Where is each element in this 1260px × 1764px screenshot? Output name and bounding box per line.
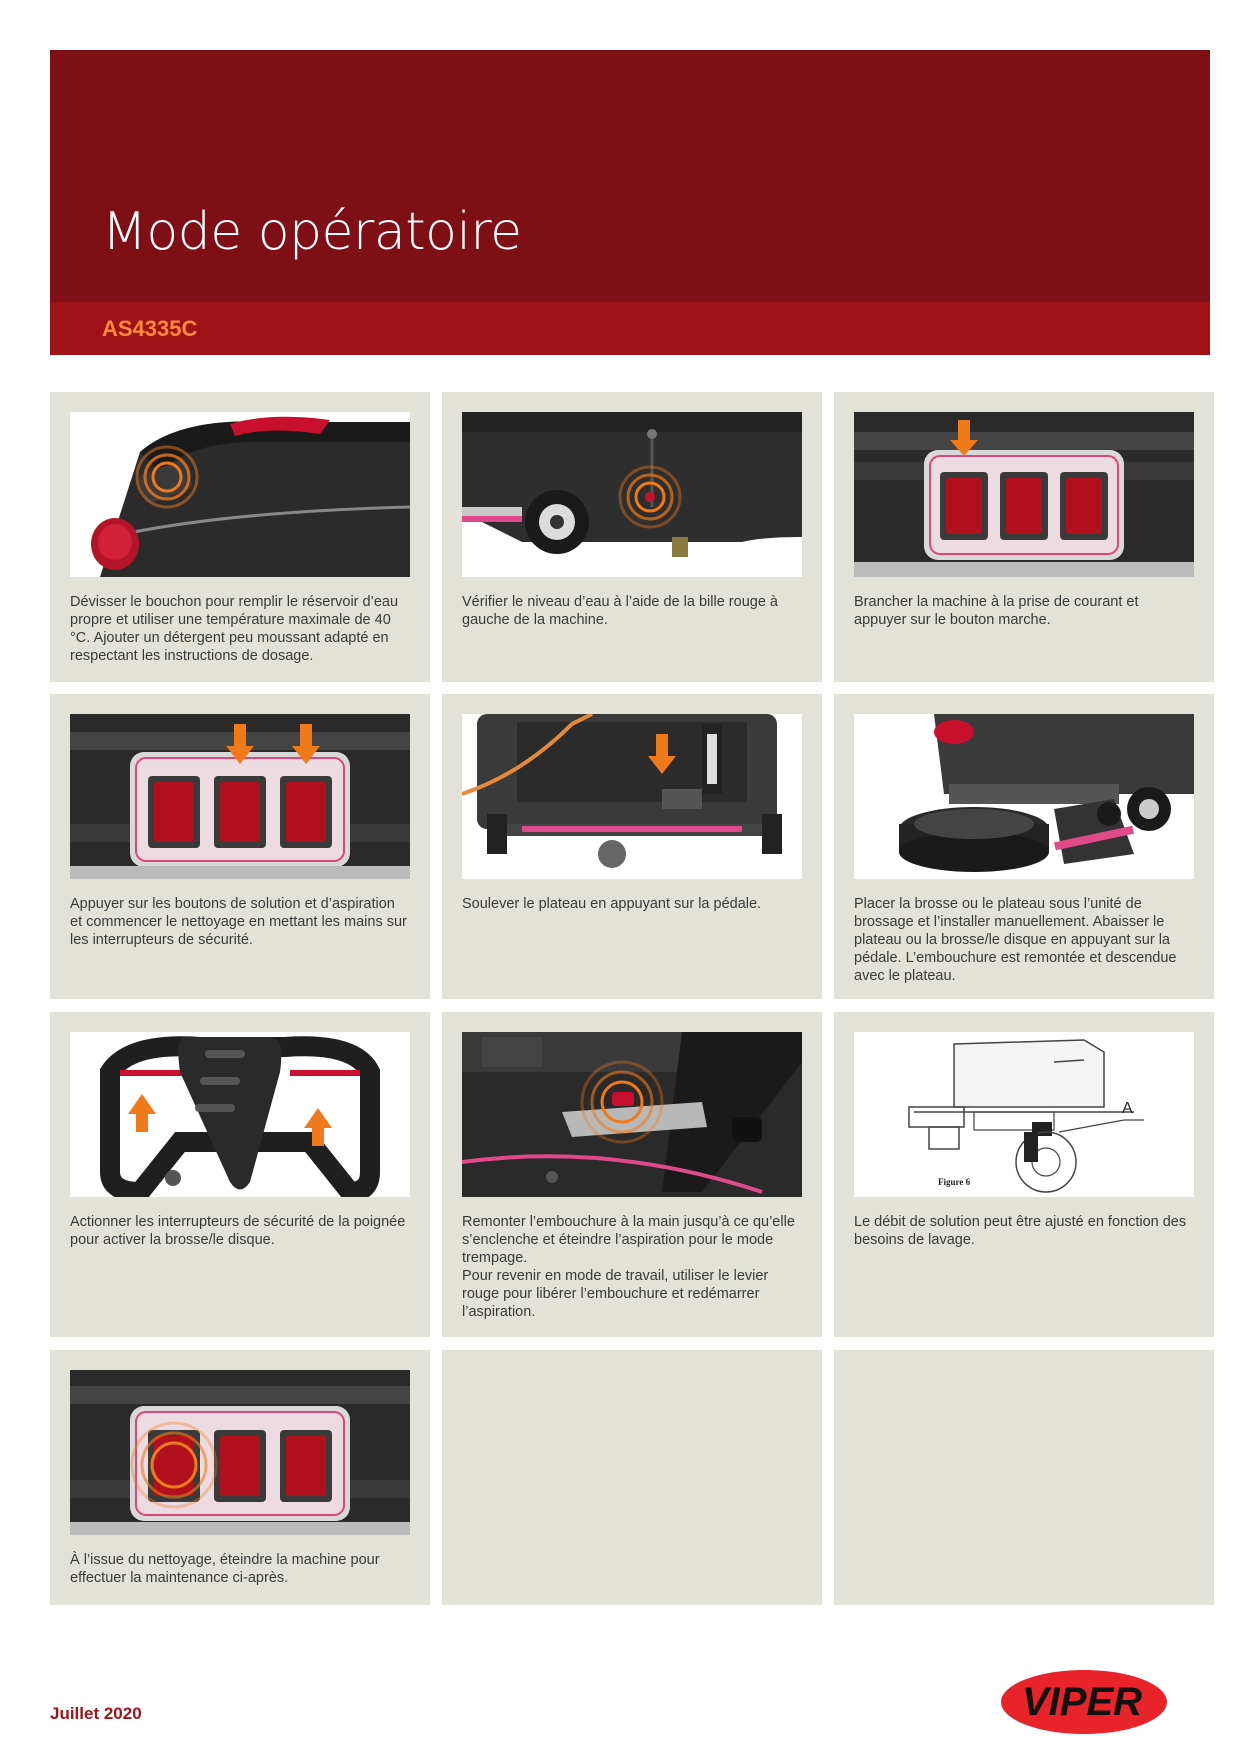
- step-caption: Actionner les interrupteurs de sécurité …: [70, 1214, 406, 1248]
- step-card-3: Brancher la machine à la prise de couran…: [834, 392, 1214, 682]
- step-card-8: Remonter l’embouchure à la main jusqu’à …: [442, 1012, 822, 1337]
- step-card-2: Vérifier le niveau d’eau à l’aide de la …: [442, 392, 822, 682]
- step-card-10: À l’issue du nettoyage, éteindre la mach…: [50, 1350, 430, 1605]
- figure-label: Figure 6: [938, 1177, 971, 1187]
- handle-switches-photo: [70, 1032, 410, 1197]
- power-button-photo: [854, 412, 1194, 577]
- brush-install-photo: [854, 714, 1194, 879]
- model-name: AS4335C: [102, 316, 198, 341]
- page-header: Mode opératoire AS4335C: [50, 50, 1210, 355]
- empty-card-1: [442, 1350, 822, 1605]
- empty-card-2: [834, 1350, 1214, 1605]
- power-off-photo: [70, 1370, 410, 1535]
- viper-wordmark: VIPER: [1022, 1680, 1142, 1724]
- step-caption: Appuyer sur les boutons de solution et d…: [70, 896, 407, 948]
- step-card-7: Actionner les interrupteurs de sécurité …: [50, 1012, 430, 1337]
- step-caption: Remonter l’embouchure à la main jusqu’à …: [462, 1214, 795, 1320]
- model-band: AS4335C: [50, 302, 1210, 355]
- water-level-photo: [462, 412, 802, 577]
- step-caption: À l’issue du nettoyage, éteindre la mach…: [70, 1552, 380, 1586]
- step-card-6: Placer la brosse ou le plateau sous l’un…: [834, 694, 1214, 999]
- viper-logo: VIPER: [1000, 1665, 1215, 1735]
- solution-buttons-photo: [70, 714, 410, 879]
- solution-flow-figure: A Figure 6: [854, 1032, 1194, 1197]
- step-caption: Le débit de solution peut être ajusté en…: [854, 1214, 1187, 1248]
- fill-cap-photo: [70, 412, 410, 577]
- step-caption: Vérifier le niveau d’eau à l’aide de la …: [462, 594, 778, 628]
- step-caption: Soulever le plateau en appuyant sur la p…: [462, 896, 762, 912]
- pedal-photo: [462, 714, 802, 879]
- step-card-4: Appuyer sur les boutons de solution et d…: [50, 694, 430, 999]
- step-caption: Dévisser le bouchon pour remplir le rése…: [70, 594, 399, 664]
- step-card-9: A Figure 6 Le débit de solution peut êtr…: [834, 1012, 1214, 1337]
- figure-marker: A: [1122, 1100, 1133, 1117]
- step-card-1: Dévisser le bouchon pour remplir le rése…: [50, 392, 430, 682]
- step-card-5: Soulever le plateau en appuyant sur la p…: [442, 694, 822, 999]
- page-title: Mode opératoire: [102, 202, 522, 262]
- step-caption: Placer la brosse ou le plateau sous l’un…: [854, 896, 1177, 984]
- squeegee-lever-photo: [462, 1032, 802, 1197]
- footer-date: Juillet 2020: [50, 1704, 142, 1723]
- step-caption: Brancher la machine à la prise de couran…: [854, 594, 1139, 628]
